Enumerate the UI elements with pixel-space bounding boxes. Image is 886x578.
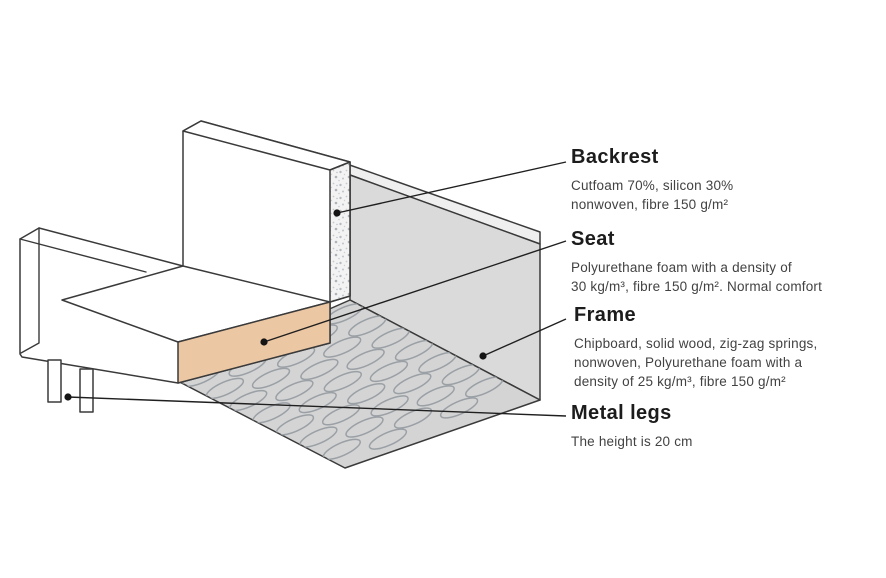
label-backrest-title: Backrest — [571, 146, 659, 168]
spring-loop — [323, 336, 362, 358]
spring-loop — [439, 397, 479, 419]
label-seat-line-2: 30 kg/m³, fibre 150 g/m². Normal comfort — [571, 279, 823, 294]
label-metal-legs-line-1: The height is 20 cm — [571, 434, 693, 449]
sofa-body-group — [19, 120, 351, 413]
backrest-leader-line — [336, 161, 567, 214]
spring-loop — [321, 404, 361, 426]
spring-loop — [346, 348, 385, 371]
backrest-leader-dot — [333, 209, 341, 217]
legs-leader-dot — [64, 393, 72, 401]
leader-lines — [64, 161, 567, 417]
label-backrest-line-1: Cutfoam 70%, silicon 30% — [571, 178, 734, 193]
spring-loop — [416, 385, 455, 407]
label-frame: Frame Chipboard, solid wood, zig-zag spr… — [574, 304, 817, 391]
armrest-edges — [19, 227, 147, 354]
label-frame-line-3: density of 25 kg/m³, fibre 150 g/m² — [574, 374, 786, 389]
frame-leader-dot — [479, 352, 487, 360]
metal-leg-rear — [79, 368, 94, 413]
label-seat: Seat Polyurethane foam with a density of… — [571, 228, 822, 296]
label-metal-legs-title: Metal legs — [571, 402, 672, 424]
seat-foam-cut-face — [177, 301, 331, 384]
seat-leader-dot — [260, 338, 268, 346]
spring-loop — [300, 358, 339, 381]
metal-leg-front — [47, 359, 62, 403]
label-frame-line-1: Chipboard, solid wood, zig-zag springs, — [574, 336, 818, 351]
label-seat-line-1: Polyurethane foam with a density of — [571, 260, 792, 275]
spring-loop — [393, 407, 433, 429]
spring-loop — [393, 372, 432, 395]
spring-loop — [323, 370, 362, 393]
frame-leader-line — [482, 318, 567, 357]
spring-loop — [368, 428, 408, 450]
backrest-foam-cut-face — [329, 161, 351, 303]
spring-loop — [370, 395, 409, 417]
label-backrest: Backrest Cutfoam 70%, silicon 30% nonwov… — [571, 146, 733, 214]
label-seat-title: Seat — [571, 228, 615, 250]
spring-loop — [251, 367, 291, 390]
label-metal-legs: Metal legs The height is 20 cm — [571, 402, 693, 451]
label-frame-line-2: nonwoven, Polyurethane foam with a — [574, 355, 803, 370]
spring-loop — [275, 379, 314, 402]
legs-leader-line — [67, 396, 567, 417]
label-backrest-line-2: nonwoven, fibre 150 g/m² — [571, 197, 729, 212]
spring-loop — [345, 416, 384, 438]
spring-loop — [298, 391, 337, 414]
label-frame-title: Frame — [574, 304, 637, 326]
seat-leader-line — [263, 240, 567, 343]
spring-loop — [347, 382, 386, 405]
spring-loop — [369, 360, 409, 383]
